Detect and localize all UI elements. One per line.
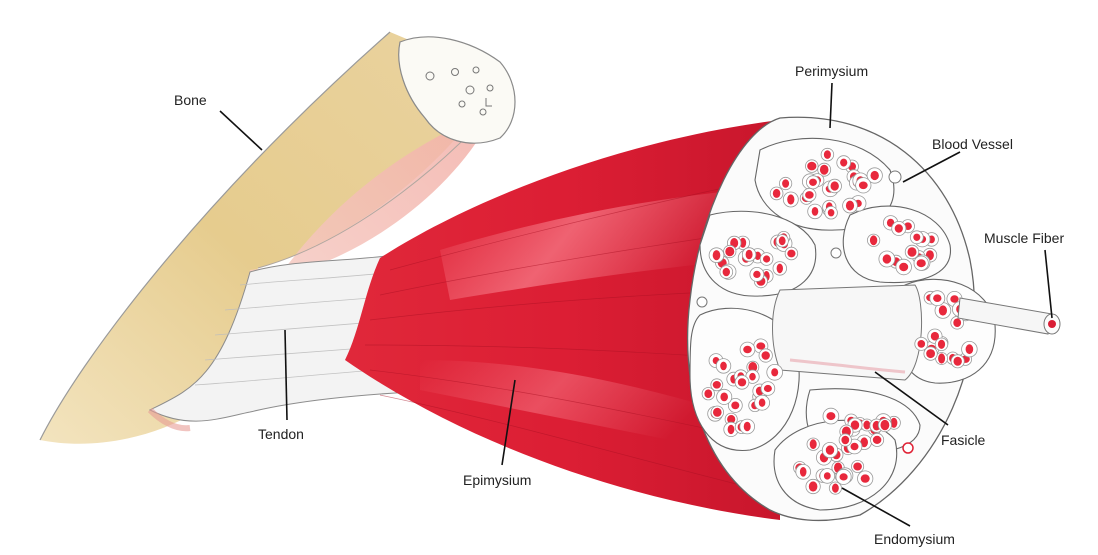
muscle-fiber-core bbox=[723, 268, 730, 277]
muscle-fiber-core bbox=[913, 234, 920, 241]
muscle-fiber-core bbox=[743, 346, 752, 353]
muscle-fiber-core bbox=[881, 420, 890, 430]
muscle-fiber-core bbox=[720, 362, 727, 371]
blood-vessel bbox=[697, 297, 707, 307]
muscle-fiber-core bbox=[840, 159, 847, 167]
muscle-fiber-core bbox=[908, 247, 917, 257]
blood-vessel-label: Blood Vessel bbox=[932, 136, 1013, 152]
muscle-fiber-core bbox=[746, 250, 753, 259]
muscle-fiber-core bbox=[899, 263, 908, 271]
muscle-fiber-core bbox=[917, 259, 926, 267]
muscle-fiber-core bbox=[871, 171, 879, 180]
muscle-fiber-core bbox=[826, 412, 835, 420]
endomysium-label: Endomysium bbox=[874, 531, 955, 547]
muscle-fiber-core bbox=[873, 436, 882, 444]
muscle-fiber-core bbox=[824, 150, 831, 159]
blood-vessel bbox=[903, 443, 913, 453]
muscle-fiber-core bbox=[953, 318, 961, 327]
muscle-fiber-core bbox=[966, 344, 974, 354]
fascicle-cylinder bbox=[773, 285, 922, 380]
muscle-fiber-core bbox=[787, 194, 794, 204]
muscle-fiber-core bbox=[787, 250, 795, 258]
muscle-fiber-label: Muscle Fiber bbox=[984, 230, 1064, 246]
epimysium-label: Epimysium bbox=[463, 472, 531, 488]
muscle-fiber-core bbox=[832, 484, 839, 493]
muscle-fiber-core bbox=[933, 294, 941, 302]
muscle-fiber-core bbox=[826, 445, 834, 454]
muscle-fiber-core bbox=[840, 473, 848, 480]
muscle-fiber-core bbox=[720, 393, 728, 402]
muscle-fiber-core bbox=[777, 264, 783, 274]
muscle-fiber-core bbox=[812, 207, 819, 216]
muscle-fiber-core bbox=[713, 408, 722, 417]
muscle-fiber-core bbox=[939, 305, 947, 315]
muscle-fiber-core bbox=[764, 385, 772, 392]
muscle-fiber-core bbox=[859, 182, 868, 190]
muscle-fiber-core bbox=[926, 349, 935, 358]
tendon-label: Tendon bbox=[258, 426, 304, 442]
bone-label: Bone bbox=[174, 92, 207, 108]
muscle-fiber-core bbox=[831, 181, 839, 190]
muscle-fiber-core bbox=[807, 162, 816, 171]
bone-leader-line bbox=[220, 111, 262, 150]
muscle-fiber-core bbox=[861, 474, 870, 482]
muscle-fiber-core bbox=[749, 373, 756, 381]
muscle-fiber-core bbox=[728, 425, 735, 434]
muscle-fiber-core bbox=[938, 340, 945, 349]
blood-vessel bbox=[889, 171, 901, 183]
muscle-fiber-core bbox=[744, 422, 751, 432]
muscle-fiber-leader-line bbox=[1045, 250, 1052, 318]
muscle-fiber-core bbox=[731, 402, 739, 410]
muscle-fiber-core bbox=[954, 357, 962, 366]
muscle-fiber-core bbox=[824, 472, 831, 479]
muscle-fiber-core bbox=[779, 236, 786, 245]
muscle-fiber-core bbox=[863, 421, 870, 430]
muscle-fiber-core bbox=[704, 389, 712, 398]
blood-vessel bbox=[831, 248, 841, 258]
muscle-fiber-core bbox=[870, 235, 877, 245]
muscle-fiber-core bbox=[800, 467, 807, 477]
muscle-fiber-core bbox=[883, 254, 892, 263]
muscle-fiber-core bbox=[738, 378, 746, 386]
fasicle-label: Fasicle bbox=[941, 432, 985, 448]
muscle-fiber-core bbox=[841, 436, 849, 445]
muscle-fiber-core bbox=[820, 165, 829, 175]
muscle-fiber-core bbox=[810, 439, 817, 449]
muscle-fiber-core bbox=[805, 191, 814, 199]
muscle-fiber-core bbox=[713, 250, 721, 260]
muscle-fiber-core bbox=[782, 179, 789, 188]
muscle-fiber-core bbox=[809, 481, 818, 491]
muscle-fiber-core bbox=[762, 351, 770, 360]
muscle-fiber-core bbox=[918, 340, 926, 348]
muscle-fiber-core bbox=[895, 224, 903, 232]
muscle-fiber-core bbox=[938, 353, 945, 363]
muscle-fiber-core bbox=[759, 399, 766, 407]
muscle-fiber-core bbox=[851, 443, 859, 450]
muscle-fiber-core bbox=[809, 179, 817, 186]
perimysium-label: Perimysium bbox=[795, 63, 868, 79]
muscle-fiber-core bbox=[713, 381, 721, 389]
muscle-fiber-core bbox=[771, 368, 778, 376]
muscle-fiber-core bbox=[725, 247, 734, 256]
muscle-fiber-core bbox=[773, 189, 781, 198]
muscle-fiber-core bbox=[853, 463, 862, 471]
muscle-fiber-core bbox=[828, 209, 835, 216]
muscle-fiber-core bbox=[763, 255, 770, 262]
muscle-fiber-core bbox=[846, 201, 854, 211]
muscle-fiber-core bbox=[756, 342, 765, 349]
muscle-fiber-core bbox=[753, 271, 760, 278]
